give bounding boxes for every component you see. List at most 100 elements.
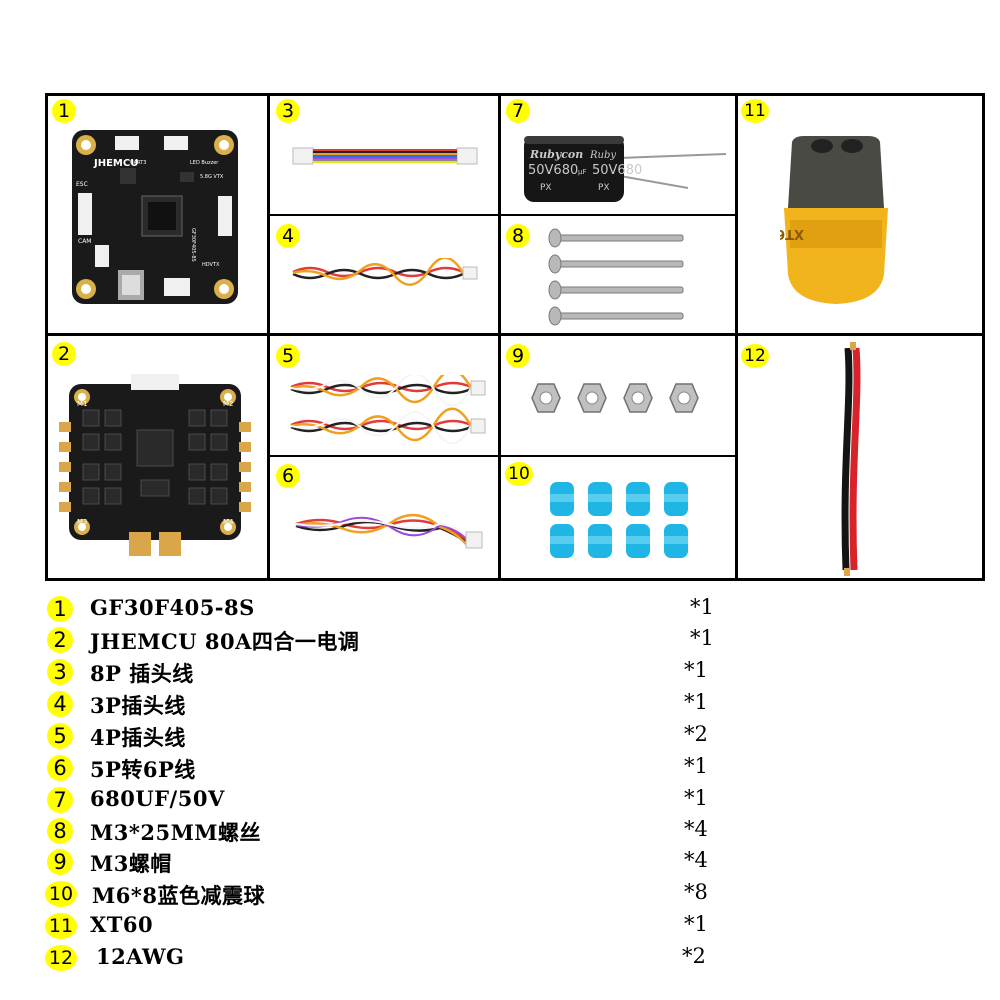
- item-name: GF30F405-8S: [90, 595, 255, 620]
- fc-label: HDVTX: [202, 262, 220, 268]
- item-quantity: *8: [684, 880, 708, 904]
- list-item: 6 5P转6P线 *1: [0, 752, 1000, 783]
- cell-number-badge: 6: [276, 464, 300, 488]
- capacitor-brand-text: Rubycon: [529, 148, 583, 161]
- item-name: M6*8蓝色减震球: [92, 883, 265, 908]
- item-number-badge: 8: [47, 818, 73, 844]
- cable-5p6p-image: [295, 513, 483, 549]
- item-name: JHEMCU 80A四合一电调: [90, 629, 360, 654]
- fc-label: ESC: [76, 181, 88, 188]
- list-item: 7 680UF/50V *1: [0, 784, 1000, 815]
- cell-number-badge: 5: [276, 344, 300, 368]
- grid-line: [45, 333, 985, 336]
- item-quantity: *1: [690, 595, 714, 619]
- fc-label: UART3: [130, 160, 146, 166]
- fc-brand-text: JHEMCU: [93, 158, 138, 169]
- list-item: 9 M3螺帽 *4: [0, 846, 1000, 877]
- esc-motor-label: M3: [77, 518, 88, 526]
- fc-label: LED Buzzer: [190, 160, 219, 166]
- item-quantity: *4: [684, 817, 708, 841]
- esc-board-image: M1 M2 M3 M4: [59, 374, 251, 556]
- cable-4p-image: [290, 375, 486, 445]
- item-number-badge: 6: [47, 755, 73, 781]
- grid-line: [735, 93, 738, 581]
- item-number-badge: 9: [47, 849, 73, 875]
- fc-label: 5.8G VTX: [200, 174, 224, 180]
- capacitor-rating-text-2: 50V680: [592, 163, 642, 178]
- cell-number-badge: 8: [506, 224, 530, 248]
- damping-balls-image: [550, 482, 688, 558]
- capacitor-image: Rubycon Ruby 50V680 µF 50V680 PX PX: [524, 136, 727, 202]
- capacitor-unit-text: µF: [578, 168, 586, 176]
- grid-line: [498, 93, 501, 581]
- cell-number-badge: 3: [276, 99, 300, 123]
- item-quantity: *1: [684, 786, 708, 810]
- cell-number-badge: 7: [506, 99, 530, 123]
- esc-motor-label: M1: [77, 400, 88, 408]
- item-name: 12AWG: [96, 944, 185, 969]
- screws-image: [548, 228, 684, 326]
- capacitor-rating-text: 50V680: [528, 163, 578, 178]
- grid-line: [45, 93, 985, 96]
- cell-number-badge: 4: [276, 224, 300, 248]
- fc-label: CAM: [78, 238, 91, 245]
- list-item: 2 JHEMCU 80A四合一电调 *1: [0, 624, 1000, 655]
- item-quantity: *2: [684, 722, 708, 746]
- item-number-badge: 10: [45, 881, 77, 907]
- item-number-badge: 1: [47, 596, 73, 622]
- list-item: 1 GF30F405-8S *1: [0, 593, 1000, 624]
- item-name: 3P插头线: [90, 693, 186, 718]
- item-number-badge: 5: [47, 723, 73, 749]
- fc-model-text: GF30F405-8S: [190, 228, 196, 262]
- cable-3p-image: [292, 258, 478, 286]
- xt60-connector-image: XT60-M: [780, 136, 888, 304]
- cell-number-badge: 12: [741, 344, 769, 368]
- xt60-text: XT60-M: [780, 226, 804, 241]
- list-item: 8 M3*25MM螺丝 *4: [0, 815, 1000, 846]
- item-number-badge: 2: [47, 627, 73, 653]
- list-item: 3 8P 插头线 *1: [0, 656, 1000, 687]
- item-quantity: *1: [684, 658, 708, 682]
- cell-number-badge: 1: [52, 99, 76, 123]
- item-name: 5P转6P线: [90, 757, 196, 782]
- nuts-image: [531, 383, 699, 413]
- item-quantity: *1: [684, 912, 708, 936]
- grid-line: [267, 455, 737, 457]
- list-item: 10 M6*8蓝色减震球 *8: [0, 878, 1000, 909]
- item-number-badge: 4: [47, 691, 73, 717]
- grid-line: [45, 93, 48, 581]
- item-number-badge: 12: [45, 945, 77, 971]
- svg-text:Ruby: Ruby: [589, 150, 616, 161]
- item-name: 8P 插头线: [90, 661, 194, 686]
- capacitor-series-text-2: PX: [598, 183, 610, 193]
- list-item: 12 12AWG *2: [0, 942, 1000, 973]
- cell-number-badge: 10: [505, 462, 533, 486]
- list-item: 4 3P插头线 *1: [0, 688, 1000, 719]
- parts-grid: 1 JHEMCU UART3 LED Buzzer 5.8G VTX ESC C…: [45, 93, 985, 581]
- grid-line: [267, 93, 270, 581]
- item-number-badge: 7: [47, 787, 73, 813]
- grid-line: [982, 93, 985, 581]
- cable-8p-image: [292, 147, 478, 165]
- item-name: 4P插头线: [90, 725, 186, 750]
- item-quantity: *1: [684, 690, 708, 714]
- item-quantity: *1: [684, 754, 708, 778]
- item-name: M3螺帽: [90, 851, 172, 876]
- cell-number-badge: 11: [741, 99, 769, 123]
- esc-motor-label: M2: [223, 400, 234, 408]
- flight-controller-image: JHEMCU UART3 LED Buzzer 5.8G VTX ESC CAM…: [72, 130, 238, 304]
- silicone-wire-image: [841, 342, 861, 576]
- item-number-badge: 3: [47, 659, 73, 685]
- item-quantity: *4: [684, 848, 708, 872]
- item-quantity: *1: [690, 626, 714, 650]
- esc-motor-label: M4: [223, 518, 234, 526]
- list-item: 11 XT60 *1: [0, 910, 1000, 941]
- cell-number-badge: 9: [506, 344, 530, 368]
- item-name: 680UF/50V: [90, 786, 225, 811]
- item-number-badge: 11: [45, 913, 77, 939]
- item-name: XT60: [90, 912, 154, 937]
- grid-line: [267, 214, 737, 216]
- cell-number-badge: 2: [52, 342, 76, 366]
- list-item: 5 4P插头线 *2: [0, 720, 1000, 751]
- grid-line: [45, 578, 985, 581]
